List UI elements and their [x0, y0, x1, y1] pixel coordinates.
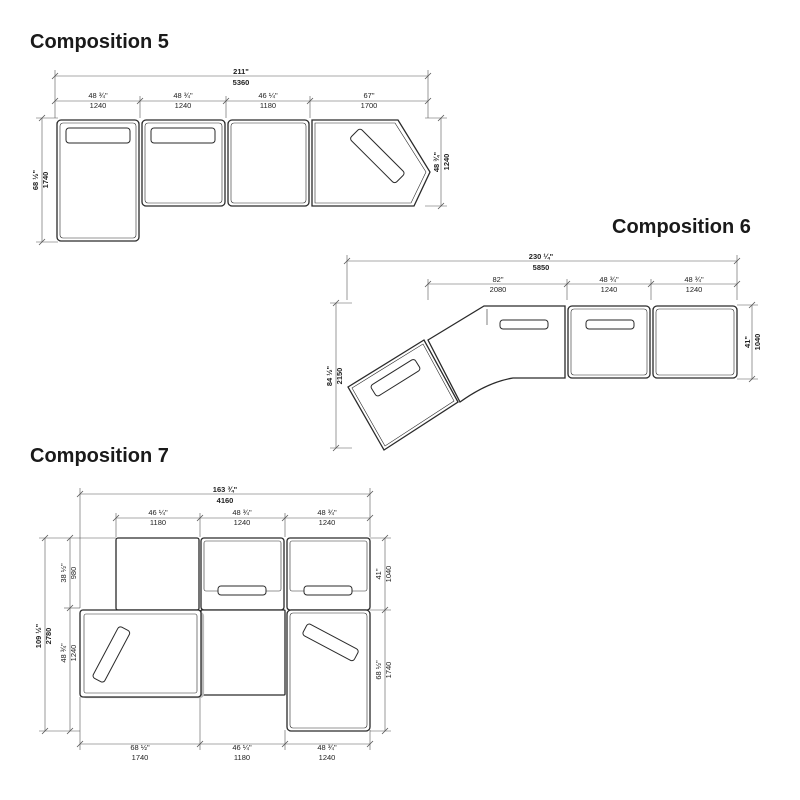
- c7-top-seg3-inch: 48 ¾": [317, 508, 337, 517]
- c7-left-lower-inch: 48 ¾": [59, 643, 68, 663]
- c5-seg1-mm: 1240: [90, 101, 107, 110]
- c7-bottom-seg2-inch: 46 ¼": [232, 743, 252, 752]
- composition-7-title: Composition 7: [30, 445, 169, 467]
- c7-bottom-seg1-mm: 1740: [132, 753, 149, 762]
- c7-corner-seat: [115, 537, 200, 611]
- c7-seat-module-3: [286, 537, 371, 611]
- composition-7: Composition 7 163 ¾" 4160 46 ¼" 1180 48 …: [30, 445, 393, 762]
- c6-segment-dimensions: 82" 2080 48 ¾" 1240 48 ¾" 1240: [424, 275, 741, 300]
- composition-5: Composition 5 211" 5360 48 ¾" 1240 48 ¾": [30, 31, 451, 246]
- c7-right-lower-mm: 1740: [384, 662, 393, 679]
- c7-left-lower-mm: 1240: [69, 645, 78, 662]
- c6-sofa: [347, 305, 738, 451]
- c6-right-depth: 41" 1040: [737, 301, 762, 383]
- c6-seg1-mm: 2080: [490, 285, 507, 294]
- c6-left-inch: 84 ½": [325, 365, 334, 386]
- c6-overall-mm: 5850: [533, 263, 550, 272]
- c7-back-cushion-1: [217, 585, 267, 596]
- c5-right-mm: 1240: [442, 154, 451, 171]
- c6-chaise-module: [347, 339, 459, 451]
- c7-middle-seat: [200, 609, 286, 696]
- c6-chaise-cushion: [370, 359, 421, 397]
- c6-right-mm: 1040: [753, 334, 762, 351]
- c6-right-inch: 41": [743, 336, 752, 348]
- c5-angled-cushion: [350, 128, 405, 184]
- c7-overall-inch: 163 ¾": [213, 485, 238, 494]
- composition-6-title: Composition 6: [612, 216, 751, 238]
- c7-bottom-seg3-inch: 48 ¾": [317, 743, 337, 752]
- c7-top-segment-dimensions: 46 ¼" 1180 48 ¾" 1240 48 ¾" 1240: [112, 508, 374, 537]
- c6-seg3-mm: 1240: [686, 285, 703, 294]
- c5-seg4-inch: 67": [363, 91, 374, 100]
- c6-left-depth: 84 ½" 2150: [325, 299, 352, 452]
- c7-top-seg3-mm: 1240: [319, 518, 336, 527]
- c7-top-seg1-inch: 46 ¼": [148, 508, 168, 517]
- c7-bottom-seg1-inch: 68 ½": [130, 743, 150, 752]
- c7-top-seg2-inch: 48 ¾": [232, 508, 252, 517]
- c7-overall-mm: 4160: [217, 496, 234, 505]
- c7-right-upper-mm: 1040: [384, 566, 393, 583]
- c5-seg4-mm: 1700: [361, 101, 378, 110]
- c7-right-chaise-cushion: [302, 623, 359, 662]
- c5-seg1-inch: 48 ¾": [88, 91, 108, 100]
- c7-overall-dimension: 163 ¾" 4160: [76, 485, 374, 608]
- c6-seat-module-2: [567, 305, 651, 379]
- c7-right-parts: 41" 1040 68 ½" 1740: [370, 534, 393, 735]
- c7-right-upper-inch: 41": [374, 568, 383, 579]
- c7-top-seg1-mm: 1180: [150, 518, 166, 527]
- c6-overall-inch: 230 ¼": [529, 252, 554, 261]
- c6-left-mm: 2150: [335, 368, 344, 385]
- c5-back-cushion-2: [150, 127, 216, 144]
- c7-left-chaise: [79, 609, 202, 698]
- c6-back-cushion-1: [499, 319, 549, 330]
- c5-seg2-inch: 48 ¾": [173, 91, 193, 100]
- composition-6: Composition 6 230 ¼" 5850 82" 2080 48 ¾"…: [325, 216, 762, 452]
- c5-right-inch: 48 ¾": [432, 151, 441, 172]
- c7-right-lower-inch: 68 ½": [374, 660, 383, 680]
- c7-bottom-segment-dimensions: 68 ½" 1740 46 ¼" 1180 48 ¾" 1240: [76, 697, 374, 762]
- c7-left-total-mm: 2780: [44, 628, 53, 645]
- c7-left-chaise-cushion: [92, 626, 131, 683]
- c6-curved-module: [427, 305, 566, 403]
- c5-left-depth: 68 ½" 1740: [31, 114, 58, 246]
- c5-overall-mm: 5360: [233, 78, 250, 87]
- c5-end-module: [311, 119, 431, 207]
- c5-sofa: [56, 119, 431, 242]
- c7-right-chaise: [286, 609, 371, 732]
- c7-bottom-seg2-mm: 1180: [234, 753, 250, 762]
- c7-bottom-seg3-mm: 1240: [319, 753, 336, 762]
- c6-overall-dimension: 230 ¼" 5850: [343, 252, 741, 300]
- c6-seg2-inch: 48 ¾": [599, 275, 619, 284]
- c6-seat-module-3: [652, 305, 738, 379]
- composition-5-title: Composition 5: [30, 31, 169, 53]
- c7-top-seg2-mm: 1240: [234, 518, 251, 527]
- c5-chaise-module: [56, 119, 140, 242]
- c7-left-upper-mm: 980: [69, 567, 78, 580]
- c7-seat-module-2: [200, 537, 285, 611]
- c5-segment-dimensions: 48 ¾" 1240 48 ¾" 1240 46 ¼" 1180 67" 170…: [51, 91, 432, 118]
- c5-seg3-inch: 46 ¼": [258, 91, 278, 100]
- c5-overall-dimension: 211" 5360: [51, 67, 432, 118]
- c5-seg3-mm: 1180: [260, 101, 276, 110]
- c6-back-cushion-2: [585, 319, 635, 330]
- c5-right-depth: 48 ¾" 1240: [425, 114, 451, 210]
- c5-left-mm: 1740: [41, 172, 50, 189]
- c6-seg2-mm: 1240: [601, 285, 618, 294]
- c6-seg3-inch: 48 ¾": [684, 275, 704, 284]
- c6-seg1-inch: 82": [492, 275, 503, 284]
- c7-sofa: [79, 537, 371, 732]
- c5-left-inch: 68 ½": [31, 169, 40, 190]
- c7-left-parts: 38 ½" 980 48 ¾" 1240: [59, 534, 80, 735]
- c5-overall-inch: 211": [233, 67, 249, 76]
- c7-left-upper-inch: 38 ½": [59, 563, 68, 583]
- c7-left-total: 109 ½" 2780: [34, 534, 116, 735]
- c7-back-cushion-2: [303, 585, 353, 596]
- c7-left-total-inch: 109 ½": [34, 623, 43, 648]
- c5-back-cushion-1: [65, 127, 131, 144]
- c5-seat-module-3: [227, 119, 310, 207]
- c5-seg2-mm: 1240: [175, 101, 192, 110]
